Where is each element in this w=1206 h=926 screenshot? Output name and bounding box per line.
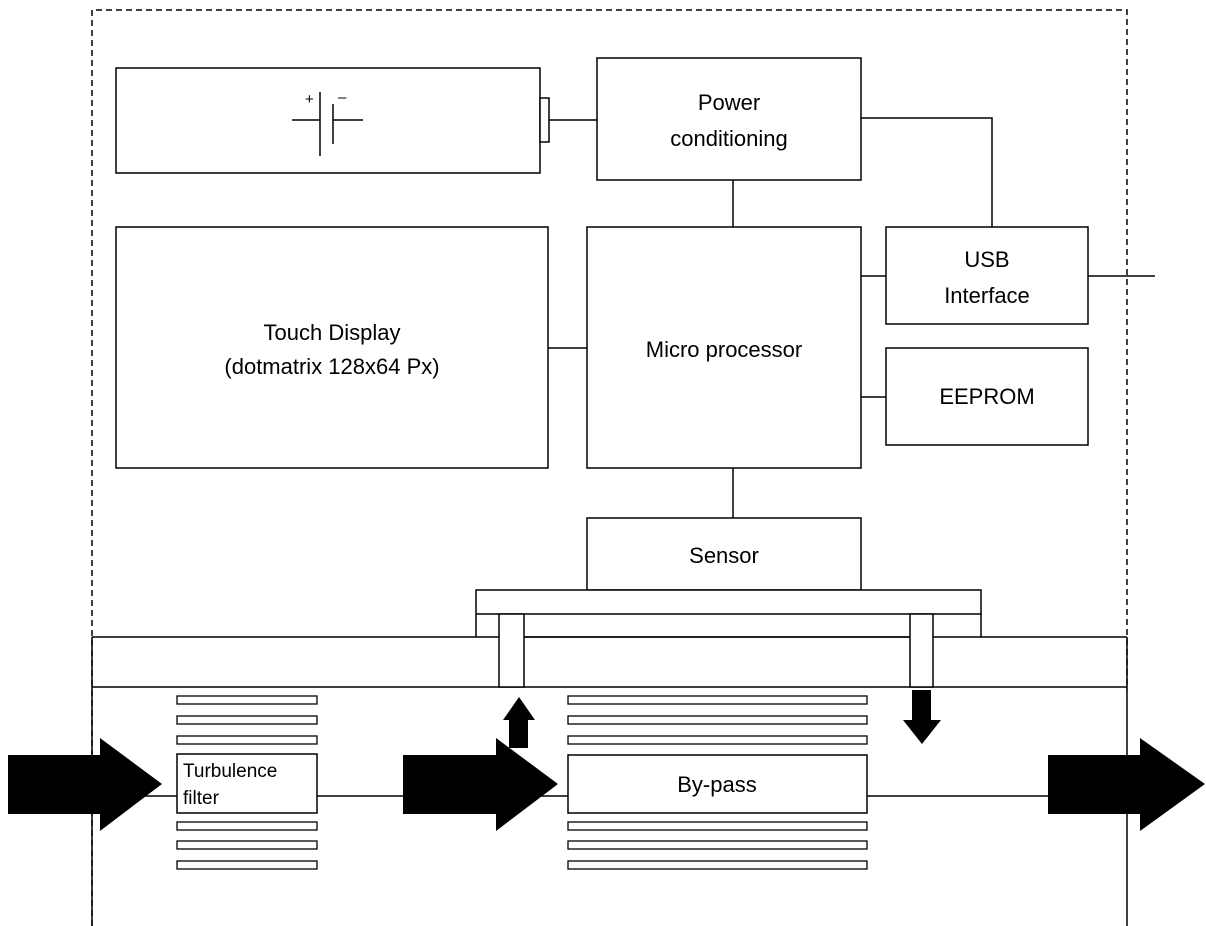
power-conditioning-block: Power conditioning (596, 57, 862, 181)
sensor-block: Sensor (586, 517, 862, 591)
power-conditioning-label-line1: Power (698, 90, 760, 115)
flow-in-arrow (8, 738, 162, 831)
eeprom-block: EEPROM (885, 347, 1089, 446)
usb-interface-label-line1: USB (964, 247, 1009, 272)
sensor-label: Sensor (689, 543, 759, 568)
flow-out-arrow (1048, 738, 1205, 831)
turbulence-filter-block: Turbulence filter (176, 753, 318, 814)
flow-middle-arrow (403, 738, 558, 831)
battery-plus-sign: + (305, 91, 314, 108)
turbulence-filter-label-line2: filter (183, 788, 220, 809)
sensor-outlet-arrow (903, 690, 941, 744)
eeprom-label: EEPROM (939, 384, 1034, 409)
sensor-inlet-arrow (503, 697, 535, 748)
inlet-tube (498, 613, 525, 688)
outlet-tube (909, 613, 934, 688)
bypass-slats (567, 695, 868, 870)
micro-processor-label: Micro processor (646, 337, 802, 362)
usb-interface-label-line2: Interface (944, 283, 1030, 308)
turbulence-filter-slats (176, 695, 318, 870)
turbulence-filter-label-line1: Turbulence (183, 761, 277, 782)
electronics-enclosure (91, 9, 1128, 926)
bypass-label: By-pass (677, 772, 756, 797)
touch-display-label-line1: Touch Display (264, 320, 401, 345)
battery-block: + – (115, 67, 550, 174)
touch-display-block: Touch Display (dotmatrix 128x64 Px) (115, 226, 549, 469)
micro-processor-block: Micro processor (586, 226, 862, 469)
usb-interface-block: USB Interface (885, 226, 1089, 325)
touch-display-label-line2: (dotmatrix 128x64 Px) (224, 354, 439, 379)
power-conditioning-label-line2: conditioning (670, 126, 787, 151)
battery-minus-sign: – (338, 89, 347, 106)
sensor-manifold (475, 589, 982, 688)
connection-lines (548, 117, 1155, 518)
bypass-block: By-pass (567, 754, 868, 814)
